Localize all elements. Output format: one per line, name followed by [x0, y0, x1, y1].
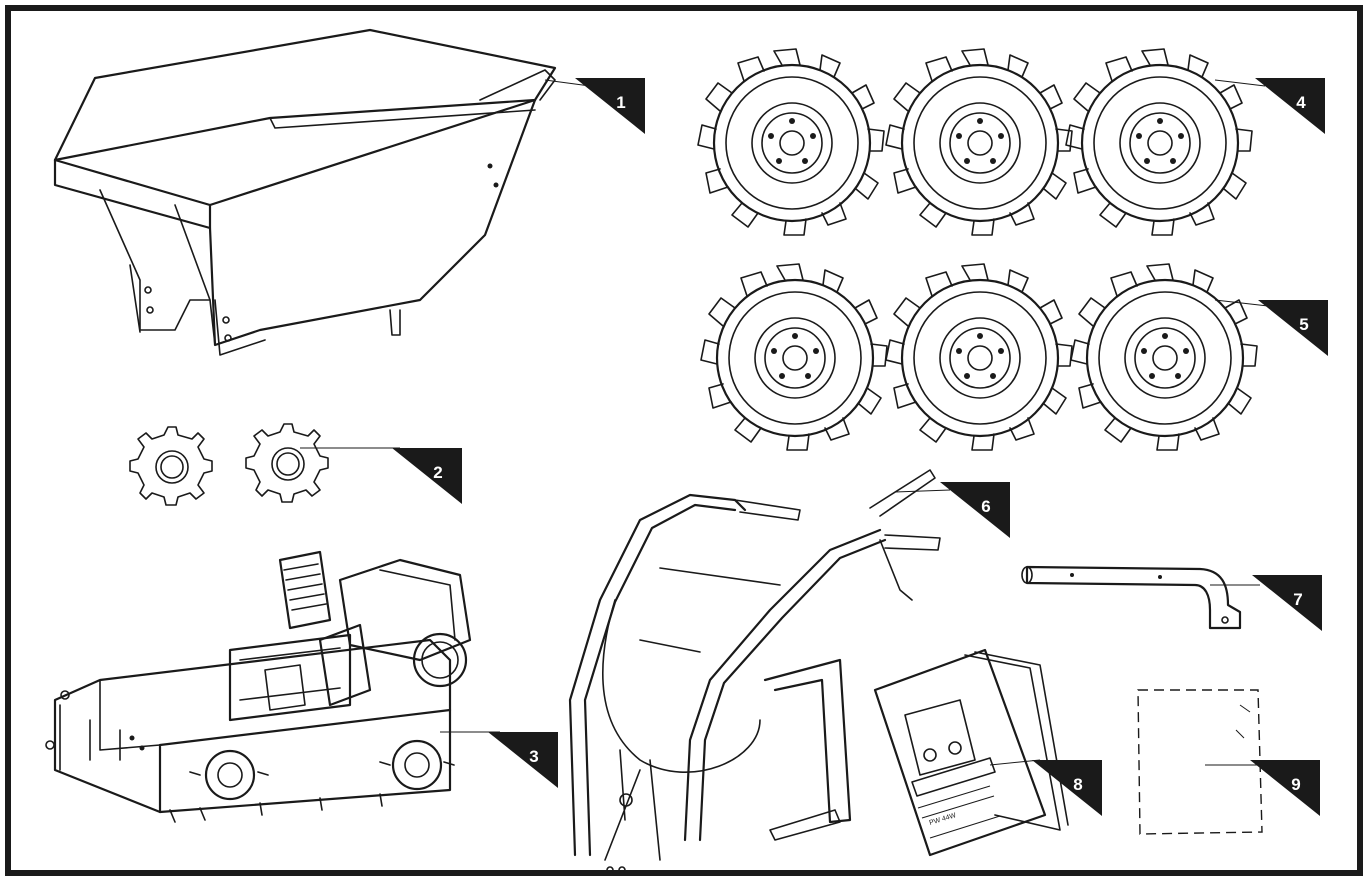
- callout-number: 1: [616, 93, 625, 112]
- user-manual-icon: Powered Wheelbarrow PW 44W: [873, 648, 1069, 857]
- callout-number: 6: [981, 497, 990, 516]
- callout-number: 3: [529, 747, 538, 766]
- callout-number: 2: [433, 463, 442, 482]
- support-arm-icon: [1021, 565, 1242, 630]
- callout-tag-6: 6: [940, 482, 1010, 538]
- callout-tag-4: 4: [1255, 78, 1325, 134]
- callout-tag-5: 5: [1258, 300, 1328, 356]
- callout-number: 9: [1291, 775, 1300, 794]
- callout-tag-9: 9: [1250, 760, 1320, 816]
- callout-tag-shape: [575, 78, 645, 134]
- handlebar-assembly-icon: [568, 469, 941, 874]
- tyres-set-a-icon: [696, 47, 1254, 237]
- callout-tag-2: 2: [392, 448, 462, 504]
- callout-number: 8: [1073, 775, 1082, 794]
- callout-tag-7: 7: [1252, 575, 1322, 631]
- leader-lines: [300, 79, 1269, 766]
- callout-tag-shape: [1258, 300, 1328, 356]
- callout-tag-shape: [1252, 575, 1322, 631]
- dumper-bucket-icon: [53, 28, 557, 356]
- callout-tag-shape: [392, 448, 462, 504]
- callout-tag-shape: [1032, 760, 1102, 816]
- callout-tag-shape: [1250, 760, 1320, 816]
- callout-tag-shape: [940, 482, 1010, 538]
- hardware-bag-icon: [1137, 689, 1263, 835]
- callout-tag-3: 3: [488, 732, 558, 788]
- diagram-border: [5, 5, 1363, 876]
- callout-tag-shape: [488, 732, 558, 788]
- callout-number: 5: [1299, 315, 1308, 334]
- callout-tag-8: 8: [1032, 760, 1102, 816]
- wheel-hub-adapters-icon: [129, 423, 329, 506]
- tyres-set-b-icon: [699, 262, 1259, 452]
- callout-number: 7: [1293, 590, 1302, 609]
- callout-tag-1: 1: [575, 78, 645, 134]
- callout-tag-shape: [1255, 78, 1325, 134]
- callout-number: 4: [1296, 93, 1306, 112]
- engine-chassis-icon: [45, 550, 472, 823]
